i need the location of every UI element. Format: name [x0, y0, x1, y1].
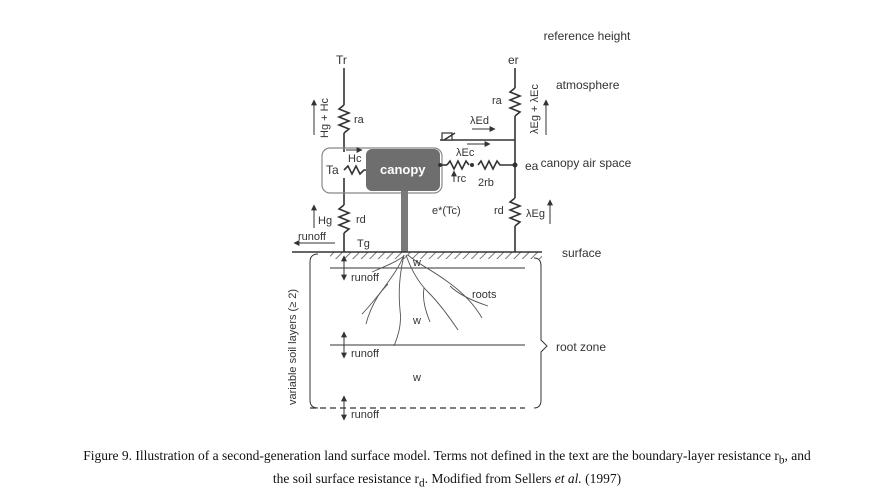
label-roots: roots: [472, 289, 497, 301]
right-resistance-column: [440, 68, 523, 252]
land-surface-model-diagram: canopy: [287, 29, 632, 421]
label-leg: λEg: [526, 208, 545, 220]
label-tr: Tr: [336, 53, 347, 67]
label-surface: surface: [562, 246, 602, 260]
left-resistance-column: [336, 68, 352, 252]
label-rc: rc: [457, 173, 467, 185]
label-runoff-surface: runoff: [298, 231, 327, 243]
resistor-hc: [343, 164, 366, 176]
resistor-ra-left: [336, 104, 352, 134]
root-zone-bracket: [533, 257, 548, 409]
soil-bracket-left: [309, 253, 319, 409]
label-variable-soil-layers: variable soil layers (≥ 2): [287, 289, 299, 405]
label-hg-hc: Hg + Hc: [319, 97, 331, 138]
label-reference-height: reference height: [544, 29, 631, 43]
node-canopy-left: [438, 163, 442, 167]
label-leg-lec: λEg + λEc: [529, 84, 541, 134]
label-hc: Hc: [348, 153, 362, 165]
canopy-stem: [401, 191, 408, 252]
diagram-labels: Tr er reference height atmosphere canopy…: [287, 29, 632, 421]
label-er: er: [508, 53, 519, 67]
flux-arrows: [293, 99, 553, 246]
resistor-ra-right: [507, 87, 523, 117]
resistor-rc: [446, 159, 470, 171]
label-e-star-tc: e*(Tc): [432, 205, 461, 217]
label-tg: Tg: [357, 238, 370, 250]
switch-box: [441, 132, 453, 141]
surface-hatch: [330, 252, 542, 259]
canopy-block: [366, 149, 440, 191]
caption-line-2: the soil surface resistance rd. Modified…: [272, 470, 622, 490]
label-w-surface: w: [412, 257, 421, 269]
label-hg: Hg: [318, 215, 332, 227]
label-ta: Ta: [326, 163, 339, 177]
node-ea: [512, 162, 518, 168]
label-lec: λEc: [456, 147, 475, 159]
roots-drawing: [361, 254, 489, 347]
figure-caption: Figure 9. Illustration of a second-gener…: [40, 447, 854, 492]
canopy-group: canopy: [321, 147, 518, 252]
label-runoff-layer2: runoff: [351, 348, 380, 360]
resistor-rd-left: [336, 204, 352, 234]
label-runoff-layer1: runoff: [351, 272, 380, 284]
label-ra-right: ra: [492, 95, 503, 107]
resistor-rd-right: [507, 197, 523, 227]
label-2rb: 2rb: [478, 177, 494, 189]
node-canopy-mid: [470, 163, 474, 167]
label-runoff-bottom: runoff: [351, 409, 380, 421]
label-w-layer2: w: [412, 315, 421, 327]
canopy-outline-box: [321, 147, 443, 194]
label-canopy-air-space: canopy air space: [541, 156, 632, 170]
label-w-layer3: w: [412, 372, 421, 384]
ground-group: [292, 251, 548, 421]
label-atmosphere: atmosphere: [556, 78, 620, 92]
label-rd-right: rd: [494, 205, 504, 217]
caption-line-1: Figure 9. Illustration of a second-gener…: [83, 448, 811, 467]
label-led: λEd: [470, 115, 489, 127]
label-root-zone: root zone: [556, 340, 606, 354]
label-rd-left: rd: [356, 214, 366, 226]
label-ra-left: ra: [354, 114, 365, 126]
canopy-label: canopy: [380, 162, 426, 177]
label-ea: ea: [525, 159, 539, 173]
resistor-2rb: [477, 159, 515, 171]
